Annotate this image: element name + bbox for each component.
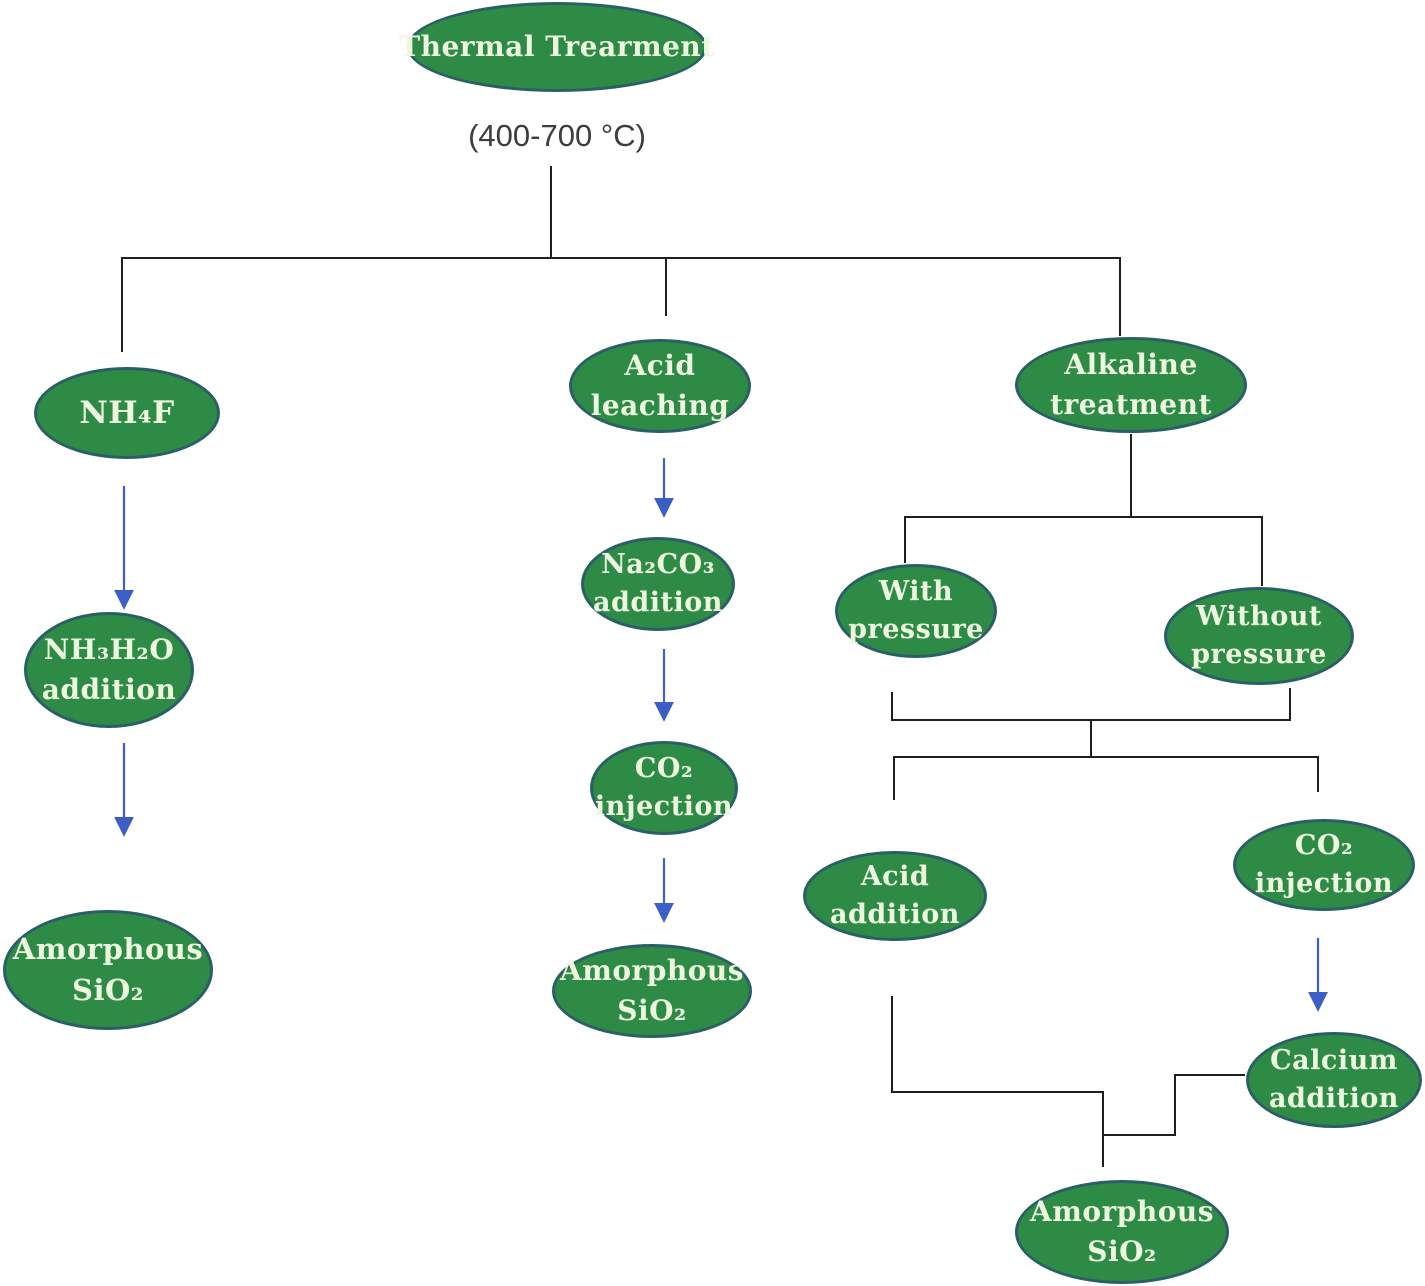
- node-label-line: addition: [41, 673, 177, 706]
- node-label-line: injection: [594, 791, 734, 822]
- node-label-line: CO₂: [634, 752, 694, 784]
- line-main-branch: [121, 257, 1121, 352]
- node-label-line: injection: [1254, 868, 1394, 899]
- node-label-line: addition: [593, 587, 723, 618]
- flow-arrows: [114, 458, 1328, 1012]
- node-label-line: Thermal Trearment: [399, 30, 715, 64]
- node-nh4f: NH₄F: [34, 367, 220, 459]
- line-calcium-to-sio2: [1103, 1074, 1245, 1136]
- node-label-line: treatment: [1050, 388, 1212, 421]
- node-acid-leaching: Acid leaching: [569, 339, 751, 433]
- node-label-line: SiO₂: [617, 994, 687, 1027]
- node-label-line: Na₂CO₃: [601, 548, 715, 580]
- node-label-line: Calcium: [1270, 1044, 1398, 1076]
- line-addition-split: [893, 756, 1319, 800]
- node-thermal-treatment: Thermal Trearment: [399, 2, 714, 92]
- node-na2co3-addition: Na₂CO₃ addition: [581, 537, 735, 631]
- node-label-line: leaching: [590, 389, 730, 422]
- line-acid-addition-to-sio2: [891, 996, 1104, 1167]
- node-amorphous-sio2-left: Amorphous SiO₂: [3, 910, 213, 1030]
- node-label-line: pressure: [1191, 639, 1327, 670]
- node-label-line: NH₄F: [79, 394, 175, 431]
- node-without-pressure: Without pressure: [1164, 587, 1354, 685]
- node-label-line: pressure: [848, 614, 984, 645]
- node-label-line: CO₂: [1294, 829, 1354, 861]
- node-label-line: Amorphous: [1029, 1195, 1214, 1229]
- node-label-line: SiO₂: [72, 973, 144, 1007]
- node-label-line: SiO₂: [1087, 1235, 1157, 1268]
- node-with-pressure: With pressure: [835, 564, 997, 658]
- node-calcium-addition: Calcium addition: [1246, 1032, 1422, 1128]
- node-nh3h2o-addition: NH₃H₂O addition: [24, 612, 194, 728]
- node-co2-injection-right: CO₂ injection: [1233, 819, 1415, 911]
- temperature-range-label: (400-700 °C): [468, 118, 646, 153]
- node-acid-addition: Acid addition: [803, 851, 987, 941]
- node-label-line: Acid: [624, 349, 696, 383]
- node-amorphous-sio2-middle: Amorphous SiO₂: [552, 944, 752, 1038]
- node-label-line: Amorphous: [12, 931, 204, 966]
- line-pressure-split: [904, 516, 1263, 586]
- node-label-line: NH₃H₂O: [43, 633, 175, 667]
- node-label-line: With: [878, 575, 954, 607]
- node-label-line: addition: [830, 899, 960, 930]
- node-alkaline-treatment: Alkaline treatment: [1015, 337, 1247, 433]
- node-label-line: Acid: [860, 860, 930, 892]
- node-amorphous-sio2-bottom: Amorphous SiO₂: [1015, 1180, 1229, 1284]
- node-label-line: Amorphous: [559, 954, 744, 988]
- node-label-line: addition: [1269, 1083, 1399, 1114]
- line-pressure-merge: [891, 688, 1291, 721]
- node-co2-injection-middle: CO₂ injection: [590, 741, 738, 835]
- node-label-line: Alkaline: [1064, 348, 1198, 382]
- tree-connector-lines: [121, 166, 1319, 1167]
- node-label-line: Without: [1196, 600, 1322, 632]
